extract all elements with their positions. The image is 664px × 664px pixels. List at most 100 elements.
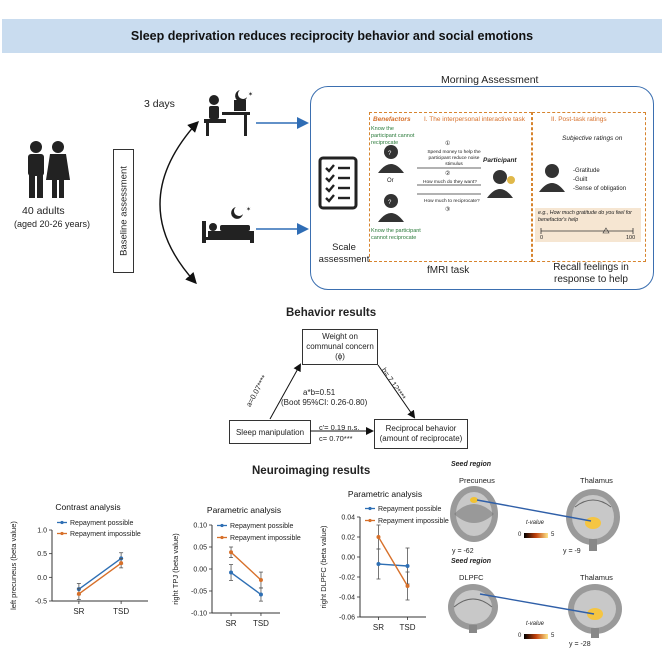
colorbar-2 [524, 634, 548, 639]
c-prime-label: c'= 0.19 n.s. [319, 423, 360, 432]
y-tick-label: -0.10 [191, 611, 207, 618]
legend-marker [368, 518, 372, 523]
circle-2: ② [445, 171, 451, 177]
series-line [230, 571, 262, 596]
y-coord-3: y = -28 [569, 641, 591, 648]
rating-guilt: -Guilt [573, 177, 588, 183]
x-label: Sleep manipulation [235, 427, 305, 437]
ab-label: a*b=0.51 [303, 388, 336, 397]
people-icon [28, 141, 70, 198]
fmri-label: fMRI task [427, 265, 470, 276]
rater-icon [539, 164, 565, 192]
t-max-1: 5 [551, 532, 555, 538]
precuneus-label: Precuneus [459, 476, 495, 485]
y-tick-label: 0.04 [341, 515, 355, 522]
legend-label: Repayment possible [230, 523, 294, 530]
legend-label: Repayment possible [70, 520, 134, 527]
y-label: Reciprocal behavior (amount of reciproca… [379, 424, 463, 443]
task-ii-label: II. Post-task ratings [551, 116, 607, 123]
ci-label: (Boot 95%CI: 0.26-0.80) [281, 398, 368, 407]
brain-coronal-2 [568, 584, 622, 638]
want-label: How much do they want? [423, 180, 477, 185]
data-point [229, 570, 234, 575]
y-coord-2: y = -9 [563, 548, 581, 555]
checklist-icon [318, 156, 358, 210]
recall-label: Recall feelings in response to help [553, 262, 629, 285]
y-tick-label: -0.05 [191, 589, 207, 596]
scale-max: 100 [626, 235, 636, 241]
mediator-box: Weight on communal concern (ϕ) [302, 329, 378, 365]
y-tick-label: -0.04 [339, 595, 355, 602]
series-line [230, 551, 262, 581]
task-i-label: I. The interpersonal interactive task [424, 116, 526, 123]
legend-marker [220, 523, 224, 528]
morning-box [310, 86, 654, 290]
brain-coronal-1 [566, 489, 620, 551]
legend-marker [368, 506, 372, 511]
y-box: Reciprocal behavior (amount of reciproca… [374, 419, 468, 449]
bed-icon: ✶ [202, 206, 254, 243]
know-top-label: Know the participant cannot reciprocate [371, 126, 415, 146]
behavior-title: Behavior results [286, 307, 377, 319]
days-label: 3 days [144, 98, 175, 110]
circle-1: ① [445, 141, 451, 147]
t-min-2: 0 [518, 633, 522, 639]
curve-arrow [159, 124, 197, 285]
brain-sagittal-1 [450, 486, 498, 542]
fmri-panel [369, 112, 532, 262]
ratings-on-label: Subjective ratings on [562, 135, 623, 142]
x-tick-label: TSD [113, 607, 129, 616]
task-arrows [417, 167, 481, 195]
example-box [535, 208, 641, 242]
y-axis-label: right DLPFC (beta value) [320, 525, 328, 608]
svg-text:✶: ✶ [246, 206, 251, 213]
dlpfc-chart: Parametric analysis-0.06-0.04-0.020.000.… [320, 489, 449, 632]
rating-scale [540, 227, 634, 234]
y-tick-label: 0.10 [193, 523, 207, 530]
morning-label: Morning Assessment [441, 74, 539, 86]
y-tick-label: 1.0 [37, 528, 47, 535]
reciprocate-label: How much to reciprocate? [424, 199, 480, 204]
t-value-label-1: t-value [526, 520, 545, 526]
data-point [258, 578, 263, 582]
data-point [76, 591, 81, 596]
t-max-2: 5 [551, 633, 555, 639]
legend-marker [60, 520, 64, 525]
thalamus-label-1: Thalamus [580, 476, 613, 485]
data-point [376, 562, 381, 566]
scale-label: Scale assessment [318, 242, 370, 265]
seed-label-2: Seed region [451, 558, 492, 565]
y-tick-label: 0.5 [37, 551, 47, 558]
x-tick-label: TSD [253, 619, 269, 628]
know-bottom-label: Know the participant cannot reciprocate [371, 228, 421, 241]
data-point [229, 550, 234, 555]
x-tick-label: SR [373, 623, 384, 632]
participant-icon [487, 170, 515, 198]
series-line [378, 563, 408, 567]
or-label: Or [387, 178, 394, 184]
example-label: e.g., How much gratitude do you feel for… [538, 210, 632, 223]
y-tick-label: 0.05 [193, 545, 207, 552]
dlpfc-label: DLPFC [459, 573, 484, 582]
y-tick-label: 0.02 [341, 535, 355, 542]
data-point [405, 584, 410, 588]
data-point [405, 564, 410, 568]
chart-title: Parametric analysis [207, 505, 281, 515]
rating-gratitude: -Gratitude [573, 168, 600, 174]
c-label: c= 0.70*** [319, 434, 353, 443]
benefactors-label: Benefactors [373, 116, 411, 123]
y-tick-label: -0.5 [35, 599, 47, 606]
ratings-panel [532, 112, 646, 262]
mediator-label: Weight on communal concern (ϕ) [306, 332, 374, 361]
thalamus-label-2: Thalamus [580, 573, 613, 582]
y-tick-label: -0.06 [339, 615, 355, 622]
neuro-title: Neuroimaging results [252, 465, 371, 477]
svg-text:✶: ✶ [248, 91, 253, 98]
legend-marker [220, 535, 224, 540]
legend-marker [60, 531, 64, 536]
rating-obligation: -Sense of obligation [573, 186, 627, 192]
